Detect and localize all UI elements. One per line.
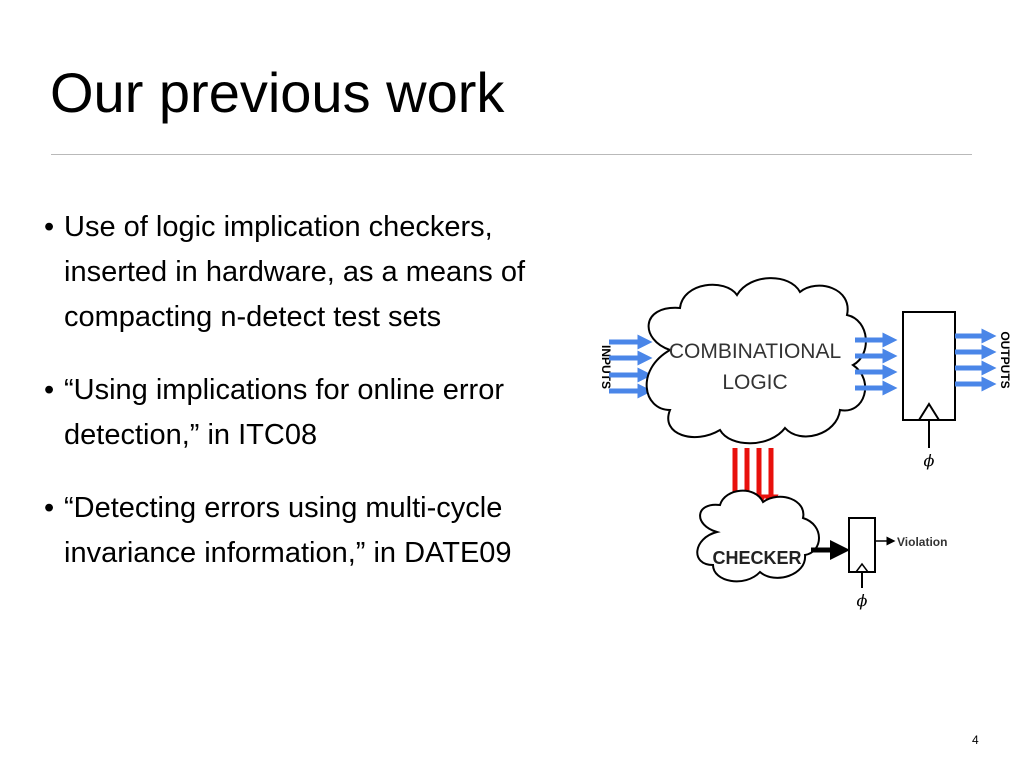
input-arrows [609, 334, 653, 399]
bullet-item: • “Using implications for online error d… [44, 368, 584, 458]
slide-title: Our previous work [50, 61, 505, 124]
output-arrows [955, 328, 997, 392]
checker-cloud: CHECKER [696, 489, 820, 583]
bullet-text: Use of logic implication checkers, inser… [64, 211, 526, 333]
bullet-marker: • [44, 211, 55, 243]
output-register: ϕ [902, 311, 956, 470]
logic-to-register-arrows [855, 332, 898, 396]
bullet-list: • Use of logic implication checkers, ins… [44, 205, 584, 604]
violation-label: Violation [897, 535, 947, 549]
outputs-label: OUTPUTS [998, 331, 1012, 388]
register-clock-label: ϕ [924, 451, 935, 470]
bullet-text: “Using implications for online error det… [64, 374, 504, 451]
bullet-marker: • [44, 492, 55, 524]
combinational-logic-label-line1: COMBINATIONAL [669, 340, 841, 363]
bullet-marker: • [44, 374, 55, 406]
bullet-item: • Use of logic implication checkers, ins… [44, 205, 584, 340]
bullet-text: “Detecting errors using multi-cycle inva… [64, 492, 512, 569]
combinational-logic-cloud: COMBINATIONAL LOGIC [645, 277, 867, 445]
page-number: 4 [972, 733, 979, 747]
violation-register-clock-label: ϕ [857, 591, 868, 610]
checker-label: CHECKER [712, 548, 801, 568]
bullet-item: • “Detecting errors using multi-cycle in… [44, 486, 584, 576]
title-divider [51, 154, 972, 155]
combinational-logic-label-line2: LOGIC [722, 371, 787, 394]
inputs-label: INPUTS [599, 345, 613, 389]
checker-architecture-diagram: INPUTS COMBINATIONAL LOGIC ϕ OUTPUTS [599, 277, 1012, 610]
violation-register: ϕ [848, 517, 876, 610]
